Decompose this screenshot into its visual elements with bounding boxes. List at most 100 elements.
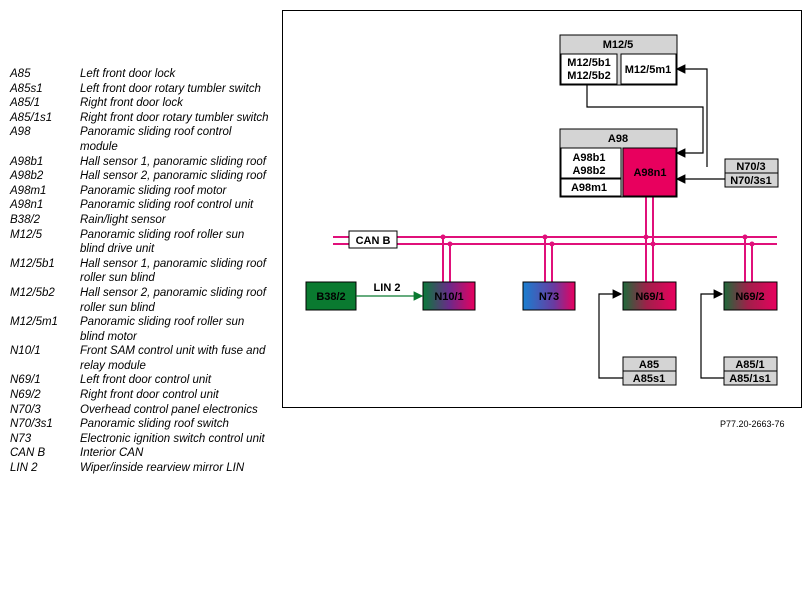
legend-code: N70/3s1 — [10, 418, 53, 431]
legend-code: A85 — [10, 68, 31, 80]
legend-row: A85/1 Right front door lock — [10, 96, 270, 111]
legend-description: Panoramic sliding roof motor — [80, 184, 227, 197]
m12-5-module: M12/5 M12/5b1 M12/5b2 M12/5m1 — [559, 34, 678, 86]
legend-description: Left front door lock — [80, 68, 176, 80]
legend-code: B38/2 — [10, 213, 41, 226]
can-b-label-box — [348, 230, 398, 249]
bus-junctions — [440, 234, 755, 247]
bus-drops — [442, 197, 753, 282]
legend-description: Hall sensor 2, panoramic sliding roof ro… — [80, 286, 267, 314]
legend-description: Panoramic sliding roof control unit — [80, 199, 254, 212]
legend-description: Panoramic sliding roof switch — [80, 418, 229, 431]
legend-description: Hall sensor 1, panoramic sliding roof — [80, 155, 267, 168]
diagram-canvas: CAN B M12/5 M12/5b1 M12/5b2 M12/5m1 — [305, 34, 779, 386]
legend-row: A85 Left front door lock — [10, 67, 270, 82]
legend-row: M12/5b1 Hall sensor 1, panoramic sliding … — [10, 257, 270, 286]
a85-1-module: A85/1 A85/1s1 — [723, 356, 778, 386]
legend-code: N70/3 — [10, 403, 41, 416]
m12-5b2-label: M12/5b2 — [567, 70, 610, 82]
b38-2-label: B38/2 — [316, 291, 345, 303]
n10-1-module: N10/1 — [422, 281, 476, 311]
network-diagram: CAN B M12/5 M12/5b1 M12/5b2 M12/5m1 — [282, 10, 802, 408]
legend-code: M12/5 — [10, 228, 42, 241]
a85-label: A85 — [639, 359, 659, 371]
legend-row: B38/2 Rain/light sensor — [10, 213, 270, 228]
legend-row: N69/1 Left front door control unit — [10, 373, 270, 388]
legend-code: N10/1 — [10, 345, 41, 358]
legend-code: M12/5m1 — [10, 316, 58, 329]
legend-description: Front SAM control unit with fuse and rel… — [80, 345, 266, 372]
legend-code: A98b1 — [10, 155, 44, 168]
legend-code: N69/2 — [10, 389, 41, 402]
n70-3s1-label: N70/3s1 — [730, 175, 772, 187]
legend-code: A98b2 — [10, 170, 44, 183]
legend-row: N70/3s1 Panoramic sliding roof switch — [10, 417, 270, 432]
n73-module: N73 — [522, 281, 576, 311]
legend-description: Overhead control panel electronics — [80, 403, 258, 416]
n69-2-label: N69/2 — [735, 291, 764, 303]
a98b1-label: A98b1 — [572, 152, 605, 164]
legend-description: Right front door rotary tumbler switch — [80, 111, 269, 124]
m12-5-title: M12/5 — [603, 39, 634, 51]
a85-1-connection — [700, 289, 724, 379]
legend-description: Hall sensor 1, panoramic sliding roof ro… — [80, 257, 267, 285]
n70-3-module: N70/3 N70/3s1 — [724, 158, 779, 188]
legend-code: M12/5b1 — [10, 257, 55, 270]
legend-code: A85s1 — [10, 82, 43, 95]
a98b2-label: A98b2 — [572, 165, 605, 177]
legend-description: Right front door lock — [80, 97, 183, 110]
can-b-label: CAN B — [356, 235, 391, 247]
a85-1s1-label: A85/1s1 — [729, 373, 771, 385]
lin-2-label: LIN 2 — [374, 282, 401, 294]
legend-description: Panoramic sliding roof control module — [80, 126, 232, 153]
legend-row: A85/1s1 Right front door rotary tumbler s… — [10, 111, 270, 126]
legend-row: A98m1 Panoramic sliding roof motor — [10, 184, 270, 199]
a98n1-label: A98n1 — [633, 167, 666, 179]
legend-code: A85/1 — [10, 97, 41, 110]
n69-1-label: N69/1 — [635, 291, 664, 303]
legend-row: M12/5m1 Panoramic sliding roof roller sun… — [10, 315, 270, 344]
m12-5m1-label: M12/5m1 — [625, 64, 671, 76]
a98m1-label: A98m1 — [571, 182, 607, 194]
n70-3-label: N70/3 — [736, 161, 765, 173]
legend-row: A85s1 Left front door rotary tumbler swit… — [10, 82, 270, 97]
legend-description: Hall sensor 2, panoramic sliding roof — [80, 170, 267, 183]
legend-row: N10/1 Front SAM control unit with fuse an… — [10, 344, 270, 373]
can-b-bus — [333, 236, 777, 245]
legend-code: CAN B — [10, 447, 46, 460]
n69-1-module: N69/1 — [622, 281, 677, 311]
legend-description: Rain/light sensor — [80, 213, 166, 226]
legend-row: N70/3 Overhead control panel electronics — [10, 403, 270, 418]
legend-description: Panoramic sliding roof roller sun blind … — [80, 228, 245, 256]
legend-row: A98n1 Panoramic sliding roof control unit — [10, 198, 270, 213]
legend-description: Panoramic sliding roof roller sun blind … — [80, 316, 245, 343]
legend-row: A98b2 Hall sensor 2, panoramic sliding ro… — [10, 169, 270, 184]
legend-row: CAN B Interior CAN — [10, 446, 270, 461]
legend-description: Left front door rotary tumbler switch — [80, 82, 261, 95]
legend-code: A98m1 — [10, 184, 47, 197]
a85s1-label: A85s1 — [633, 373, 665, 385]
m12-5b1-label: M12/5b1 — [567, 57, 610, 69]
b38-2-module: B38/2 — [305, 281, 357, 311]
legend-code: N69/1 — [10, 374, 41, 387]
legend-description: Wiper/inside rearview mirror LIN — [80, 462, 245, 475]
n69-2-module: N69/2 — [723, 281, 778, 311]
legend-code: A98n1 — [10, 199, 44, 212]
a85-connection — [598, 289, 623, 379]
legend-description: Right front door control unit — [80, 389, 219, 402]
a98-module: A98 A98b1 A98b2 A98m1 A98n1 — [559, 128, 678, 198]
a98-title: A98 — [608, 133, 628, 145]
connection-lines — [586, 64, 725, 184]
legend-description: Left front door control unit — [80, 374, 212, 387]
legend-description: Electronic ignition switch control unit — [80, 432, 265, 445]
legend-code: A98 — [10, 126, 31, 139]
figure-reference: P77.20-2663-76 — [720, 419, 785, 429]
legend-description: Interior CAN — [80, 447, 144, 460]
legend-row: M12/5 Panoramic sliding roof roller sun b… — [10, 228, 270, 257]
legend-code: M12/5b2 — [10, 286, 55, 299]
legend-code: A85/1s1 — [10, 111, 53, 124]
n10-1-label: N10/1 — [434, 291, 463, 303]
legend-code: N73 — [10, 432, 32, 445]
